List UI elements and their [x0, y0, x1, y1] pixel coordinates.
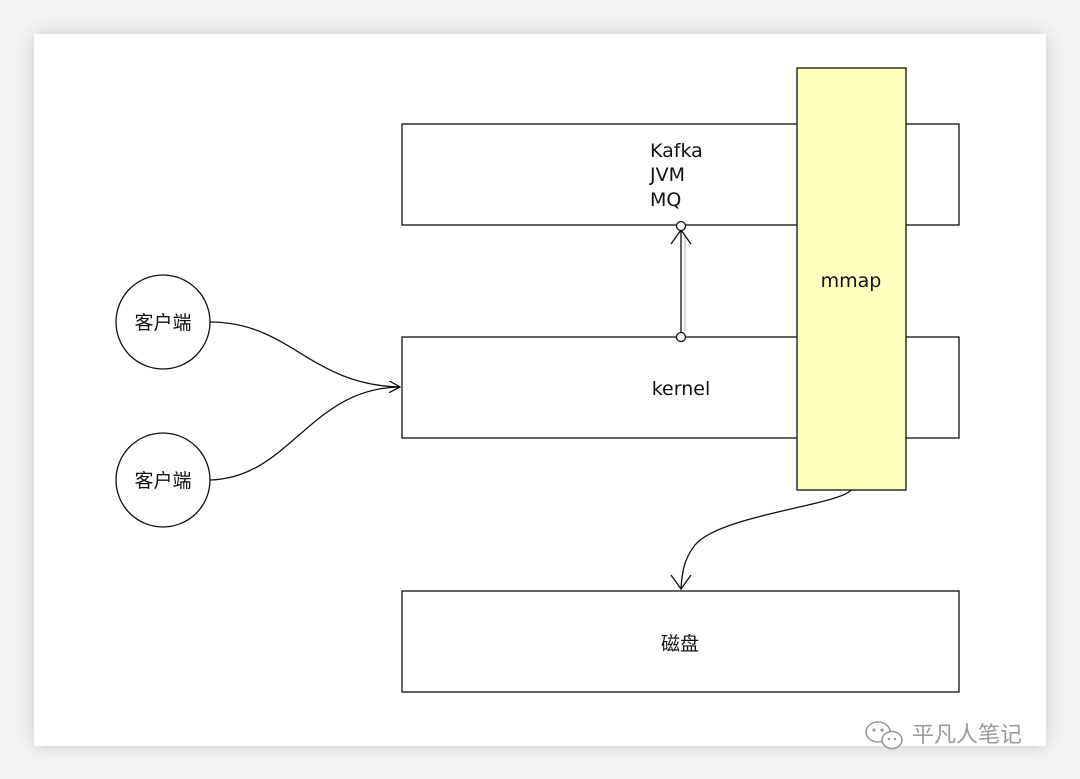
- kernel-to-app-connector: [670, 220, 692, 343]
- disk-label: 磁盘: [661, 633, 699, 655]
- watermark-text: 平凡人笔记: [912, 723, 1022, 748]
- client-bottom-to-kernel-curve: [209, 386, 401, 481]
- client-top-label: 客户端: [134, 312, 191, 334]
- connector-bottom-port: [675, 331, 687, 343]
- mmap-label: mmap: [821, 270, 882, 292]
- mmap-box: mmap: [796, 67, 907, 491]
- kernel-label: kernel: [652, 378, 711, 400]
- client-bottom-label: 客户端: [134, 470, 191, 492]
- app-label-kafka: Kafka: [650, 140, 703, 162]
- app-label-jvm: JVM: [649, 164, 685, 186]
- wechat-icon: [865, 721, 903, 750]
- client-top-to-kernel-curve: [209, 321, 400, 387]
- client-top: 客户端: [115, 274, 211, 370]
- client-bottom: 客户端: [115, 432, 211, 528]
- connector-top-port: [675, 220, 687, 232]
- disk-box: 磁盘: [401, 590, 960, 693]
- watermark: 平凡人笔记: [865, 721, 1022, 750]
- app-label-mq: MQ: [650, 189, 681, 211]
- disk-arrowhead: [670, 574, 692, 591]
- mmap-to-disk-curve: [680, 489, 852, 589]
